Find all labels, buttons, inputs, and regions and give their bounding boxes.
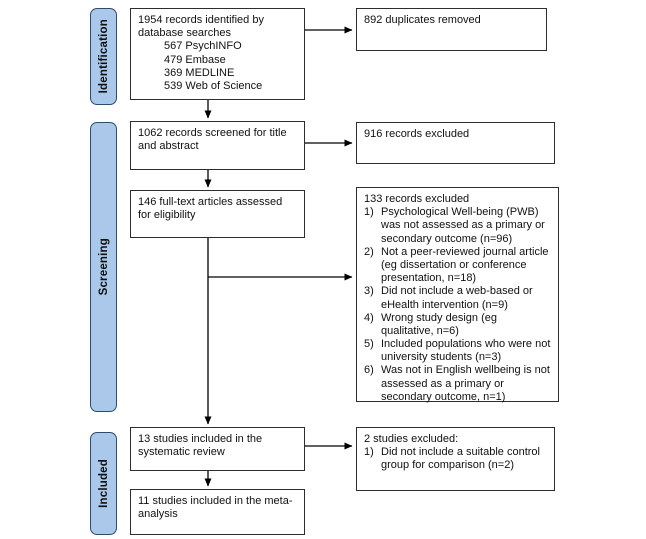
- source-psychinfo: 567 PsychINFO: [164, 40, 242, 53]
- fulltext-excluded-item: 5) Included populations who were not uni…: [364, 338, 551, 364]
- box-records-excluded: 916 records excluded: [356, 122, 555, 164]
- item-text: Included populations who were not univer…: [381, 338, 551, 364]
- item-text: Did not include a web-based or eHealth i…: [381, 285, 533, 311]
- stage-included: Included: [90, 432, 117, 535]
- box-meta-analysis: 11 studies included in the meta-analysis: [130, 489, 305, 535]
- studies-excluded-heading: 2 studies excluded:: [364, 433, 459, 445]
- stage-screening-label: Screening: [97, 238, 110, 296]
- fulltext-excluded-heading: 133 records excluded: [364, 193, 470, 205]
- source-webofscience: 539 Web of Science: [164, 79, 263, 92]
- stage-identification-label: Identification: [97, 19, 110, 94]
- fulltext-excluded-item: 3) Did not include a web-based or eHealt…: [364, 285, 551, 311]
- item-number: 1): [364, 446, 374, 459]
- stage-identification: Identification: [90, 8, 117, 105]
- box-fulltext-assessed: 146 full-text articles assessed for elig…: [130, 190, 305, 238]
- duplicates-removed-text: 892 duplicates removed: [364, 14, 481, 26]
- item-number: 3): [364, 285, 374, 298]
- stage-screening: Screening: [90, 122, 117, 412]
- item-text: Was not in English wellbeing is not asse…: [381, 364, 550, 403]
- item-text: Psychological Well-being (PWB) was not a…: [381, 206, 545, 245]
- stage-included-label: Included: [97, 459, 110, 508]
- fulltext-excluded-item: 4) Wrong study design (eg qualitative, n…: [364, 312, 551, 338]
- item-number: 6): [364, 364, 374, 377]
- fulltext-excluded-item: 1) Psychological Well-being (PWB) was no…: [364, 206, 551, 246]
- item-number: 4): [364, 311, 374, 324]
- records-screened-text: 1062 records screened for title and abst…: [138, 127, 287, 153]
- item-number: 1): [364, 206, 374, 219]
- fulltext-excluded-item: 6) Was not in English wellbeing is not a…: [364, 364, 551, 404]
- box-studies-excluded: 2 studies excluded: 1) Did not include a…: [356, 427, 555, 491]
- item-text: Did not include a suitable control group…: [381, 446, 540, 472]
- item-text: Wrong study design (eg qualitative, n=6): [381, 311, 497, 337]
- studies-excluded-item: 1) Did not include a suitable control gr…: [364, 446, 547, 472]
- box-duplicates-removed: 892 duplicates removed: [356, 8, 547, 51]
- item-number: 5): [364, 338, 374, 351]
- source-embase: 479 Embase: [164, 53, 226, 66]
- records-identified-text: 1954 records identified by database sear…: [138, 14, 264, 40]
- systematic-review-text: 13 studies included in the systematic re…: [138, 433, 263, 459]
- box-systematic-review: 13 studies included in the systematic re…: [130, 427, 305, 471]
- meta-analysis-text: 11 studies included in the meta-analysis: [138, 495, 293, 521]
- box-records-identified: 1954 records identified by database sear…: [130, 8, 305, 100]
- item-number: 2): [364, 245, 374, 258]
- box-fulltext-excluded: 133 records excluded 1) Psychological We…: [356, 187, 559, 404]
- fulltext-excluded-item: 2) Not a peer-reviewed journal article (…: [364, 246, 551, 286]
- item-text: Not a peer-reviewed journal article (eg …: [381, 245, 549, 285]
- source-medline: 369 MEDLINE: [164, 66, 235, 79]
- fulltext-assessed-text: 146 full-text articles assessed for elig…: [138, 196, 283, 222]
- records-excluded-text: 916 records excluded: [364, 128, 470, 140]
- box-records-screened: 1062 records screened for title and abst…: [130, 121, 305, 170]
